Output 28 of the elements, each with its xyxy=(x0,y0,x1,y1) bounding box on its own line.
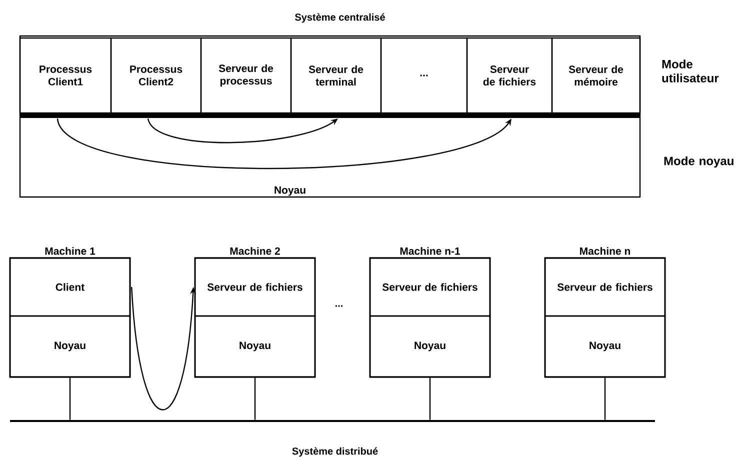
cell: Noyau xyxy=(544,315,666,378)
process-cell: Serveur de terminal xyxy=(290,37,382,114)
cell: Client xyxy=(9,257,131,317)
process-cell: Serveur de mémoire xyxy=(551,37,641,114)
bus-connector xyxy=(254,378,256,420)
cell: Noyau xyxy=(369,315,491,378)
node-label: Machine 1 xyxy=(45,247,96,255)
node-label: Machine 2 xyxy=(230,247,280,255)
caption: Mode noyau xyxy=(664,156,734,168)
bus-connector xyxy=(69,378,71,420)
cell: Serveur de fichiers xyxy=(369,257,491,317)
caption: Système distribué xyxy=(292,447,378,457)
caption: Mode utilisateur xyxy=(662,60,719,82)
cell: Noyau xyxy=(194,315,316,378)
process-cell: Processus Client2 xyxy=(110,37,202,114)
process-cell: Serveur de processus xyxy=(200,37,292,114)
node-label: Machine n-1 xyxy=(400,247,460,255)
caption: Système centralisé xyxy=(294,13,385,23)
cell: Noyau xyxy=(9,315,131,378)
cell: Serveur de fichiers xyxy=(194,257,316,317)
process-cell: ... xyxy=(380,37,468,114)
bus-connector xyxy=(604,378,606,420)
bus-connector xyxy=(429,378,431,420)
cell: Serveur de fichiers xyxy=(544,257,666,317)
process-cell: Serveur de fichiers xyxy=(466,37,553,114)
node-label: Machine n xyxy=(580,247,630,255)
caption: ... xyxy=(336,305,342,307)
process-cell: Processus Client1 xyxy=(19,37,112,114)
